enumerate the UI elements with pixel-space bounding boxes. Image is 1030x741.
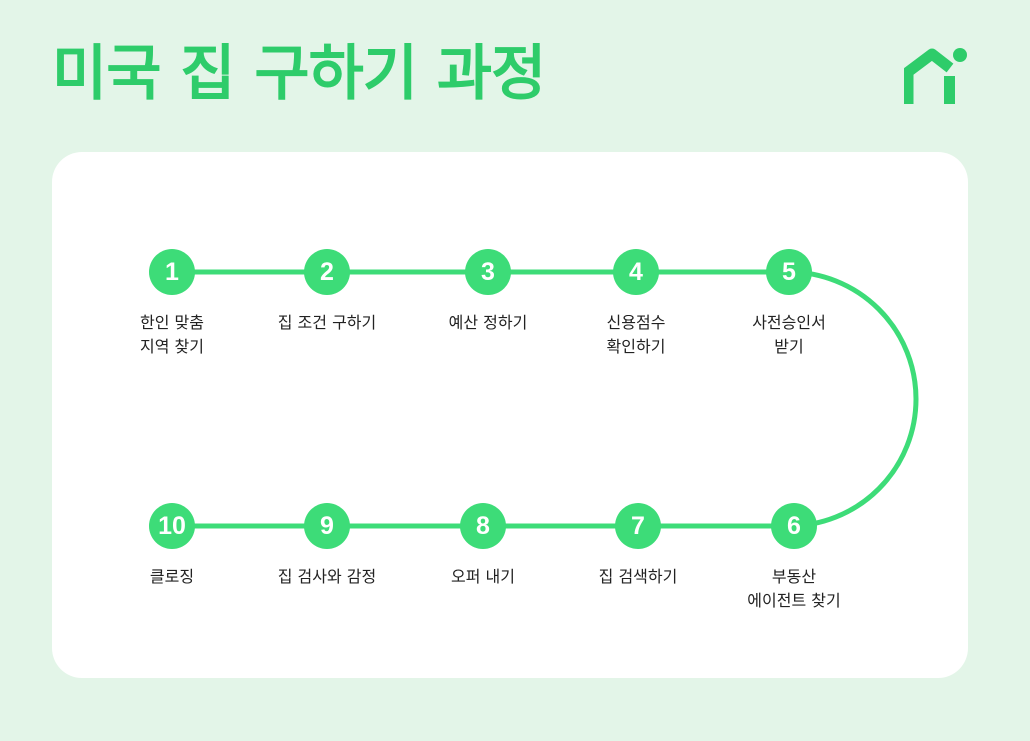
step-number: 10 [149, 503, 195, 549]
step-number: 4 [613, 249, 659, 295]
process-line [172, 269, 919, 529]
step-label: 사전승인서 받기 [752, 313, 826, 356]
step-label: 오퍼 내기 [451, 567, 515, 586]
step-number: 6 [771, 503, 817, 549]
step-number: 2 [304, 249, 350, 295]
process-card: 1 한인 맞춤 지역 찾기 2 집 조건 구하기 3 예산 정하기 4 신용점수… [52, 152, 968, 678]
step-label: 집 조건 구하기 [277, 313, 377, 332]
page-title: 미국 집 구하기 과정 [52, 39, 546, 109]
step-number: 8 [460, 503, 506, 549]
step-number: 9 [304, 503, 350, 549]
step-label: 클로징 [149, 567, 195, 586]
step-number: 7 [615, 503, 661, 549]
step-label: 한인 맞춤 지역 찾기 [140, 313, 204, 356]
step-label: 집 검색하기 [598, 567, 678, 586]
process-track [172, 269, 919, 529]
step-number: 5 [766, 249, 812, 295]
step-label: 집 검사와 감정 [277, 567, 377, 586]
step-label: 예산 정하기 [448, 313, 528, 332]
step-label: 신용점수 확인하기 [606, 313, 666, 356]
step-number: 1 [149, 249, 195, 295]
step-label: 부동산 에이전트 찾기 [747, 567, 841, 610]
step-number: 3 [465, 249, 511, 295]
house-person-icon [904, 48, 967, 104]
